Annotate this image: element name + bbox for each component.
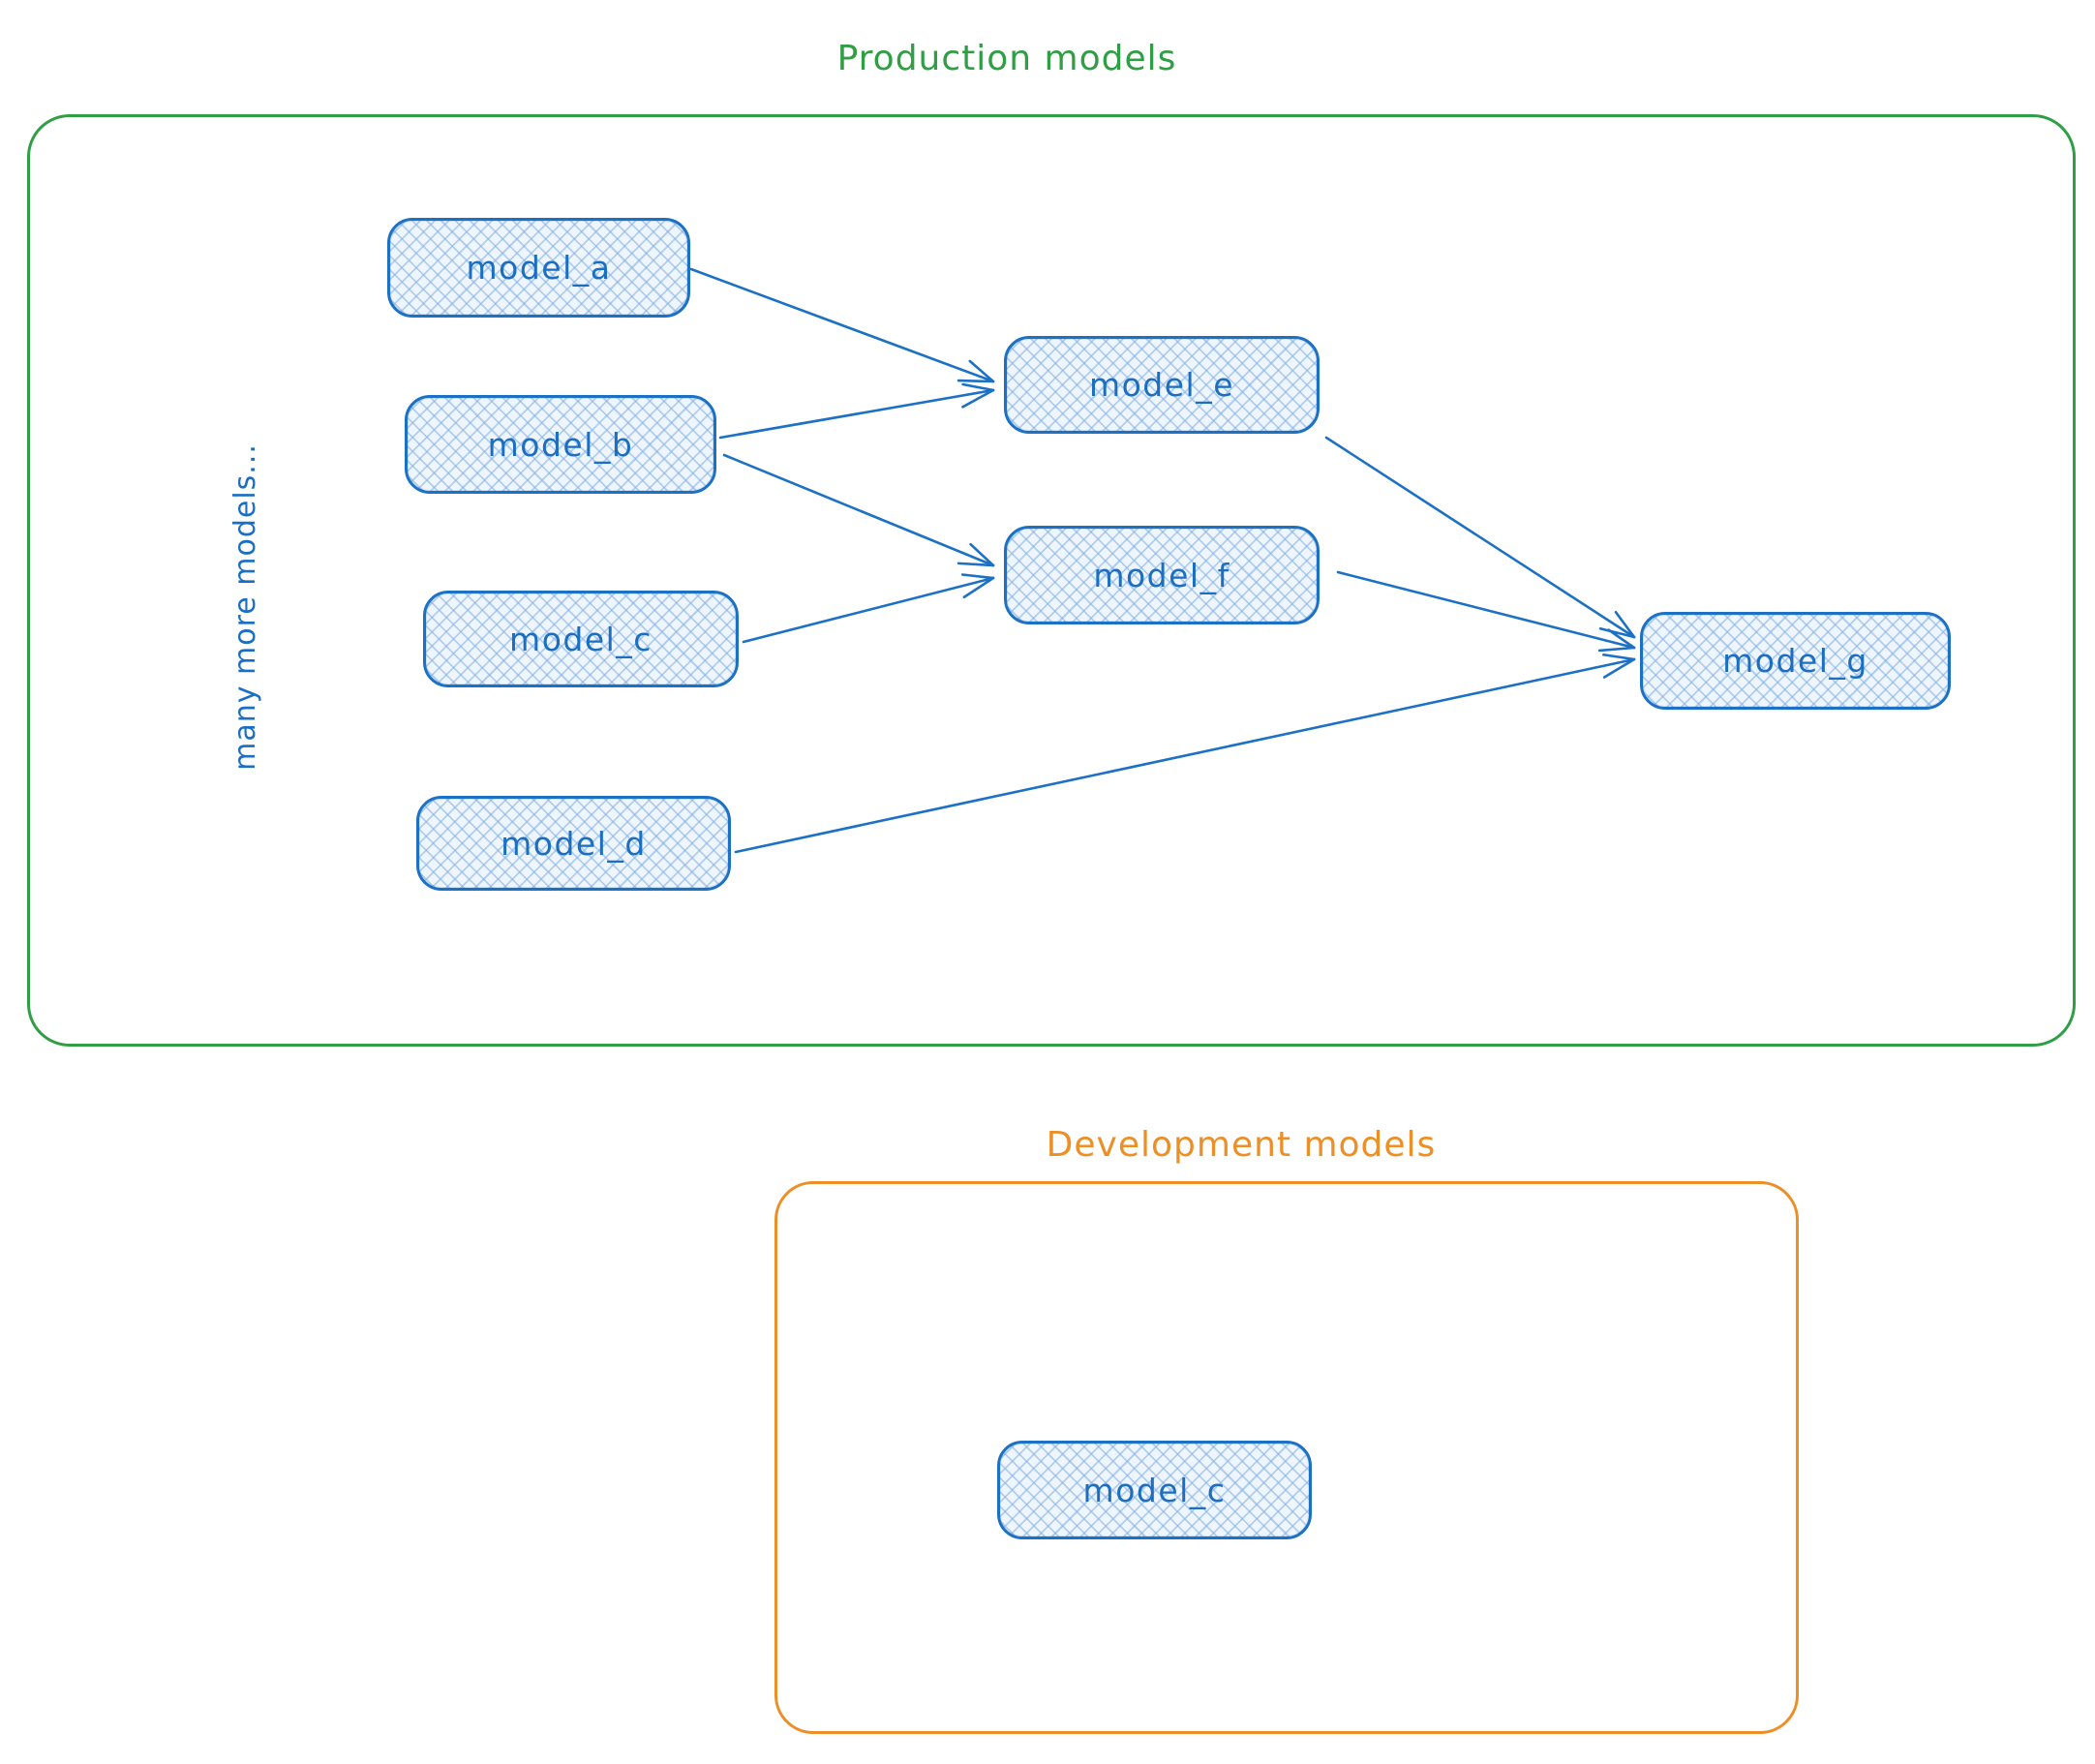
node-model-d[interactable]: model_d (416, 796, 731, 891)
node-model-f-label: model_f (1093, 556, 1230, 594)
node-model-b[interactable]: model_b (405, 395, 716, 494)
development-group-box[interactable] (774, 1181, 1799, 1734)
production-group-box[interactable] (27, 114, 2076, 1047)
node-model-g[interactable]: model_g (1640, 612, 1951, 710)
node-model-c[interactable]: model_c (423, 591, 739, 687)
node-model-e[interactable]: model_e (1004, 336, 1320, 434)
node-model-g-label: model_g (1722, 642, 1868, 680)
node-model-a-label: model_a (466, 249, 612, 287)
many-more-models-note: many more models... (228, 443, 262, 771)
production-group-title: Production models (836, 39, 1177, 78)
node-model-e-label: model_e (1088, 366, 1235, 404)
node-model-c-dev-label: model_c (1082, 1471, 1227, 1509)
node-model-d-label: model_d (501, 824, 647, 863)
node-model-f[interactable]: model_f (1004, 526, 1320, 624)
development-group-title: Development models (1046, 1125, 1437, 1165)
node-model-c-label: model_c (509, 620, 653, 658)
node-model-a[interactable]: model_a (387, 218, 690, 318)
node-model-b-label: model_b (487, 425, 634, 464)
node-model-c-dev[interactable]: model_c (997, 1441, 1312, 1539)
